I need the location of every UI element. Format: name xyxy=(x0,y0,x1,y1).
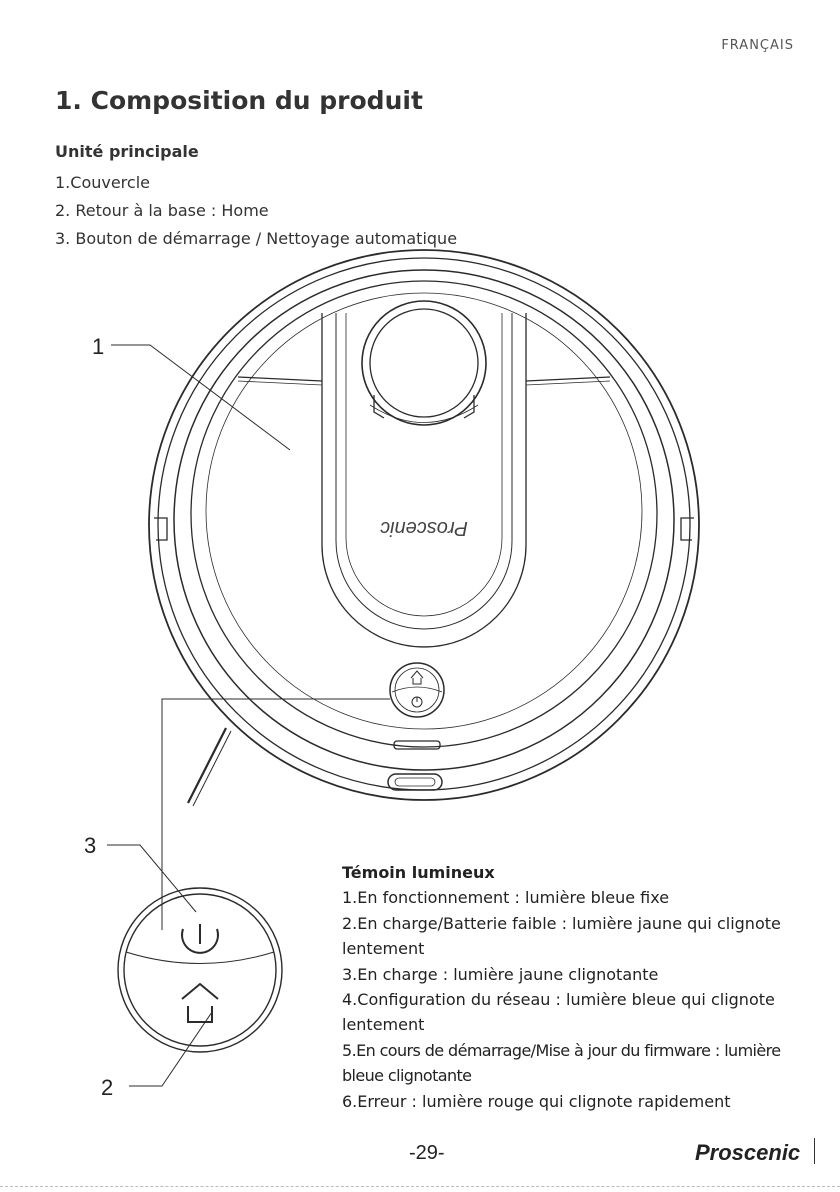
list-item: 4.Configuration du réseau : lumière bleu… xyxy=(342,990,775,1035)
lid-brand-logo: Proscenic xyxy=(380,517,468,539)
callout-2: 2 xyxy=(101,1075,114,1100)
page-number: -29- xyxy=(409,1142,445,1164)
list-item: 5.En cours de démarrage/Mise à jour du f… xyxy=(342,1040,781,1086)
zoomed-control-panel xyxy=(117,887,283,1053)
list-item: 3. Bouton de démarrage / Nettoyage autom… xyxy=(55,229,458,248)
list-item: 2.En charge/Batterie faible : lumière ja… xyxy=(342,913,781,959)
list-item: 2. Retour à la base : Home xyxy=(55,201,269,220)
brand-logo: Proscenic xyxy=(695,1140,801,1165)
parts-list: 1.Couvercle 2. Retour à la base : Home 3… xyxy=(55,169,457,253)
callout-3: 3 xyxy=(84,833,97,858)
control-button xyxy=(389,662,445,718)
list-item: 1.En fonctionnement : lumière bleue fixe xyxy=(342,888,670,908)
side-brush xyxy=(187,727,227,804)
indicator-heading: Témoin lumineux xyxy=(342,863,495,882)
leader-line-2 xyxy=(129,1011,213,1087)
front-sensor xyxy=(387,773,443,791)
callout-1: 1 xyxy=(92,334,105,359)
lidar-turret xyxy=(361,300,487,426)
leader-line-1 xyxy=(111,344,291,451)
robot-body-outline xyxy=(148,249,700,801)
indicator-list: 1.En fonctionnement : lumière bleue fixe… xyxy=(342,885,812,1114)
lidar-channel-outline xyxy=(321,313,527,648)
leader-line-button xyxy=(161,698,390,930)
language-label: FRANÇAIS xyxy=(721,38,794,53)
list-item: 1.Couvercle xyxy=(55,173,150,192)
brand-divider xyxy=(814,1138,815,1164)
page-title: 1. Composition du produit xyxy=(55,86,423,115)
lid-outline xyxy=(190,280,658,748)
list-item: 3.En charge : lumière jaune clignotante xyxy=(342,964,659,984)
indicator-section: Témoin lumineux 1.En fonctionnement : lu… xyxy=(342,860,812,1114)
main-unit-heading: Unité principale xyxy=(55,142,199,161)
leader-line-3 xyxy=(107,844,197,913)
home-icon xyxy=(181,982,219,1023)
list-item: 6.Erreur : lumière rouge qui clignote ra… xyxy=(342,1091,731,1111)
footer-rule xyxy=(0,1186,840,1187)
